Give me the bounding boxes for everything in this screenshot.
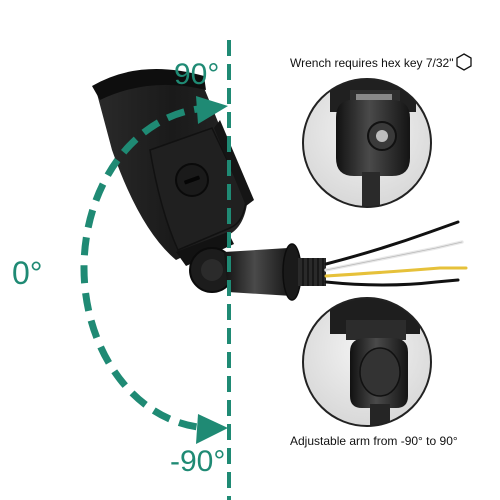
lead-wires xyxy=(324,220,468,287)
threaded-nipple xyxy=(298,258,326,286)
angle-label-minus-90: -90° xyxy=(170,445,226,478)
arrow-down-icon xyxy=(196,414,228,444)
rotation-arc xyxy=(80,104,213,432)
detail-adjustable-arm xyxy=(302,297,432,427)
flood-light-fixture xyxy=(92,68,468,301)
hexagon-icon xyxy=(456,53,472,71)
caption-wrench: Wrench requires hex key 7/32" xyxy=(290,56,454,70)
rotation-indicator xyxy=(80,40,231,500)
angle-label-90: 90° xyxy=(174,58,220,91)
caption-adjustable-arm: Adjustable arm from -90° to 90° xyxy=(290,434,458,448)
arrow-up-icon xyxy=(196,96,228,124)
detail-hex-screw xyxy=(302,78,432,208)
angle-label-0: 0° xyxy=(12,255,43,291)
mounting-arm xyxy=(224,248,292,296)
